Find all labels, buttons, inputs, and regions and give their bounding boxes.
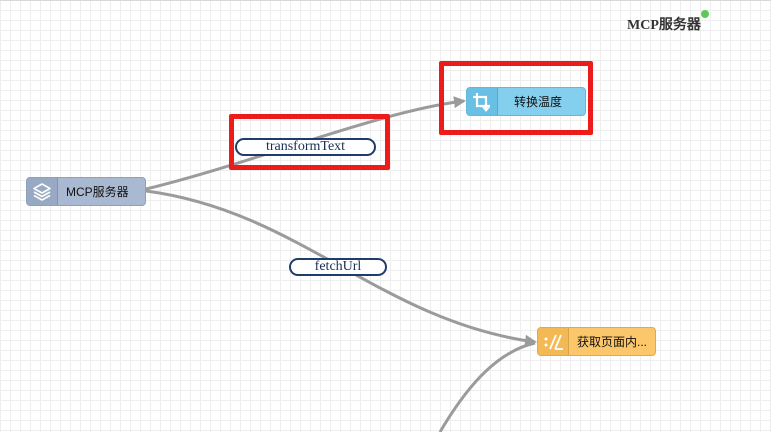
layers-icon (27, 178, 58, 205)
crop-rotate-icon (467, 88, 498, 115)
node-transform-temperature[interactable]: 转换温度 (466, 87, 586, 116)
edge-label-fetchUrl[interactable]: fetchUrl (289, 258, 387, 276)
edge-incoming-fetch[interactable] (438, 341, 536, 432)
highlight-box-transformText-label (229, 114, 390, 170)
node-mcp-server-label: MCP服务器 (66, 185, 129, 199)
highlight-box-transform-node (439, 61, 593, 135)
panel-title: MCP服务器 (627, 18, 701, 33)
status-indicator (701, 10, 709, 18)
node-mcp-server[interactable]: MCP服务器 (26, 177, 146, 206)
code-slash-icon (538, 328, 569, 355)
node-transform-temperature-label: 转换温度 (514, 95, 563, 109)
edge-label-transformText[interactable]: transformText (235, 138, 376, 156)
node-fetch-page-label: 获取页面内... (577, 335, 648, 349)
node-fetch-page[interactable]: 获取页面内... (537, 327, 656, 356)
